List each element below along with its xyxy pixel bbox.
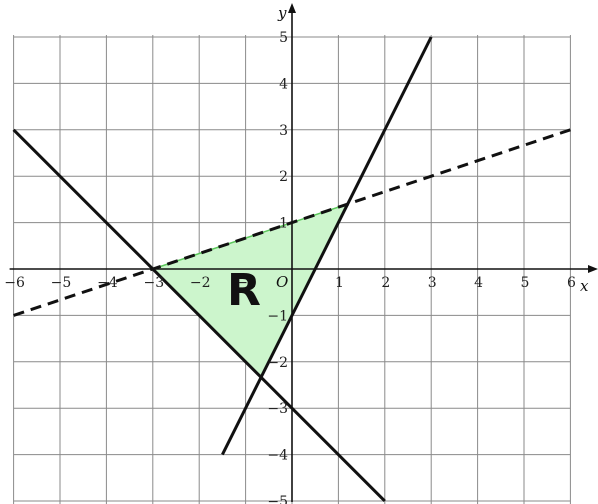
region-label: R (227, 265, 261, 316)
x-tick-label: 3 (428, 275, 437, 291)
x-tick-label: −5 (51, 275, 72, 291)
y-tick-label: −2 (267, 355, 288, 371)
y-tick-label: 3 (279, 123, 288, 139)
x-tick-label: 6 (567, 275, 576, 291)
line-solid-descending (12, 128, 386, 503)
line-dashed (13, 128, 571, 317)
y-tick-label: 1 (279, 216, 288, 232)
x-axis-arrow-icon (588, 265, 598, 273)
x-tick-label: −2 (190, 275, 211, 291)
tick-labels: −6 −5 −4 −3 −2 −1 1 2 3 4 5 6 −5 −4 −3 −2 −1 1 2 3 4 5 (4, 30, 576, 504)
x-tick-label: −4 (97, 275, 118, 291)
x-axis-label: x (580, 277, 589, 295)
y-axis-label: y (277, 4, 287, 22)
x-tick-label: 1 (335, 275, 344, 291)
line-solid-steep (221, 36, 433, 456)
boundary-lines (12, 36, 571, 503)
y-tick-label: 4 (279, 76, 288, 92)
axes (9, 3, 598, 502)
x-tick-label: −1 (236, 275, 257, 291)
y-tick-label: −5 (267, 494, 288, 504)
y-tick-label: 5 (279, 30, 288, 46)
y-tick-label: −3 (267, 401, 288, 417)
x-tick-label: −6 (4, 275, 25, 291)
x-tick-label: 2 (381, 275, 390, 291)
y-tick-label: 2 (279, 169, 288, 185)
y-tick-label: −4 (267, 448, 288, 464)
x-tick-label: −3 (143, 275, 164, 291)
origin-label: O (276, 273, 288, 291)
x-tick-label: 4 (474, 275, 483, 291)
y-tick-label: −1 (267, 308, 288, 324)
y-axis-arrow-icon (288, 3, 296, 13)
x-tick-label: 5 (521, 275, 530, 291)
